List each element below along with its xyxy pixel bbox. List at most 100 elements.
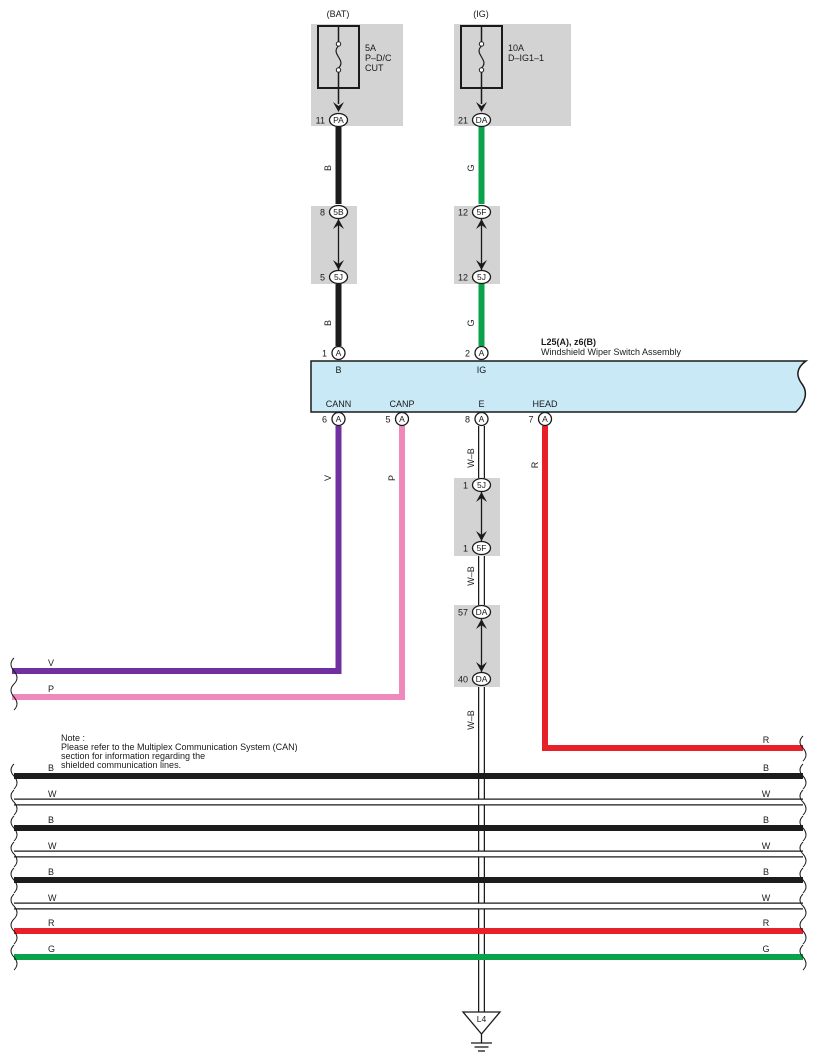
pa-arrow-icon (333, 102, 344, 112)
bus-wire-label-right: G (762, 944, 769, 954)
wire-break-mark (10, 683, 18, 711)
arrow-up-icon (476, 619, 487, 629)
arrow-down-icon (476, 531, 487, 541)
svg-text:12: 12 (458, 273, 468, 283)
ig-fuse-rating: 10A (508, 43, 524, 53)
wire-break-mark (10, 763, 18, 790)
bat-source-label: (BAT) (327, 9, 350, 19)
wire-label-v: V (323, 475, 333, 481)
note-line-1: Note : (61, 733, 85, 743)
bus-wire-label-left: B (48, 867, 54, 877)
svg-text:5B: 5B (333, 207, 344, 217)
arrow-up-icon (476, 492, 487, 502)
bus-wire-label-right: B (763, 867, 769, 877)
svg-text:A: A (479, 348, 485, 358)
bus-wire-label-left: W (48, 893, 57, 903)
wire-break-mark (799, 841, 807, 868)
svg-text:5J: 5J (334, 272, 343, 282)
bus-wire-label-left: B (48, 763, 54, 773)
wire-break-mark (10, 841, 18, 868)
connector-da-21: DA 21 (458, 112, 492, 128)
wire-label-w-b: W–B (466, 448, 476, 468)
bat-fuse-icon (317, 25, 360, 104)
wire-break-mark (10, 789, 18, 816)
wire-label-g: G (466, 164, 476, 171)
bus-wire-label-right: W (762, 841, 771, 851)
pin-8-a: A 8 (465, 411, 489, 427)
wire-break-mark (10, 918, 18, 945)
bat-fuse-rating: 5A (365, 43, 376, 53)
ground-label: L4 (477, 1014, 487, 1024)
pin-5-a: A 5 (385, 411, 410, 427)
note-line-4: shielded communication lines. (61, 760, 181, 770)
wire-label-b: B (323, 165, 333, 171)
wire-label-g: G (466, 319, 476, 326)
svg-text:11: 11 (316, 116, 325, 126)
signal-ig: IG (477, 365, 487, 375)
svg-text:6: 6 (322, 415, 327, 425)
svg-text:A: A (542, 414, 548, 424)
connector-5j-top: 5J 12 (458, 269, 492, 285)
wire-break-mark (799, 893, 807, 920)
svg-text:12: 12 (458, 208, 468, 218)
svg-text:PA: PA (333, 115, 344, 125)
bus-wire-label-left: R (48, 918, 55, 928)
ground-icon (461, 1011, 502, 1052)
bus-wire-label-right: R (763, 735, 770, 745)
note-line-3: section for information regarding the (61, 751, 205, 761)
wire-break-mark (10, 944, 18, 971)
svg-text:57: 57 (458, 608, 468, 618)
svg-text:A: A (479, 414, 485, 424)
component-name: Windshield Wiper Switch Assembly (541, 347, 682, 357)
connector-da-40: DA 40 (458, 671, 492, 687)
ig-fuse-name-1: D–IG1–1 (508, 53, 544, 63)
wire-label-r: R (530, 461, 540, 468)
svg-text:DA: DA (476, 115, 488, 125)
svg-text:1: 1 (322, 349, 327, 359)
pin-1-a: A 1 (322, 345, 346, 361)
wire-break-mark (799, 944, 807, 971)
arrow-down-icon (476, 260, 487, 270)
bat-fuse-name-1: P–D/C (365, 53, 392, 63)
wire-break-mark (10, 815, 18, 842)
signal-b: B (335, 365, 341, 375)
wire-label-w-b: W–B (466, 710, 476, 730)
wire-v (12, 426, 342, 674)
svg-text:8: 8 (465, 415, 470, 425)
wire-label-w-b: W–B (466, 566, 476, 586)
connector-5f-mid: 5F 1 (463, 540, 492, 556)
svg-text:5F: 5F (477, 543, 487, 553)
bus-wire-label-right: B (763, 763, 769, 773)
switch-assembly-body (310, 360, 809, 413)
da-top-arrow-icon (476, 102, 487, 112)
pin-7-a: A 7 (528, 411, 553, 427)
bus-wire-label-right: W (762, 893, 771, 903)
signal-head: HEAD (532, 399, 558, 409)
arrow-down-icon (333, 260, 344, 270)
ig-fuse-icon (460, 25, 503, 104)
svg-text:7: 7 (528, 415, 533, 425)
bus-wire-label-left: G (48, 944, 55, 954)
arrow-up-icon (333, 219, 344, 229)
svg-text:5J: 5J (477, 272, 486, 282)
svg-text:21: 21 (458, 116, 468, 126)
bus-wire-label-right: B (763, 815, 769, 825)
svg-text:DA: DA (476, 607, 488, 617)
left-wire-label-p: P (48, 684, 54, 694)
svg-text:8: 8 (320, 208, 325, 218)
bus-wire-label-left: W (48, 789, 57, 799)
wire-p (12, 426, 405, 700)
wire-break-mark (10, 657, 18, 685)
svg-text:40: 40 (458, 675, 468, 685)
wire-break-mark (799, 815, 807, 842)
wire-break-mark (799, 918, 807, 945)
wire-label-b: B (323, 320, 333, 326)
svg-text:1: 1 (463, 481, 468, 491)
svg-text:1: 1 (463, 544, 468, 554)
connector-da-57: DA 57 (458, 604, 492, 620)
wire-break-mark (10, 867, 18, 894)
bat-fuse-box (311, 24, 403, 126)
ig-fuse-box (454, 24, 571, 126)
